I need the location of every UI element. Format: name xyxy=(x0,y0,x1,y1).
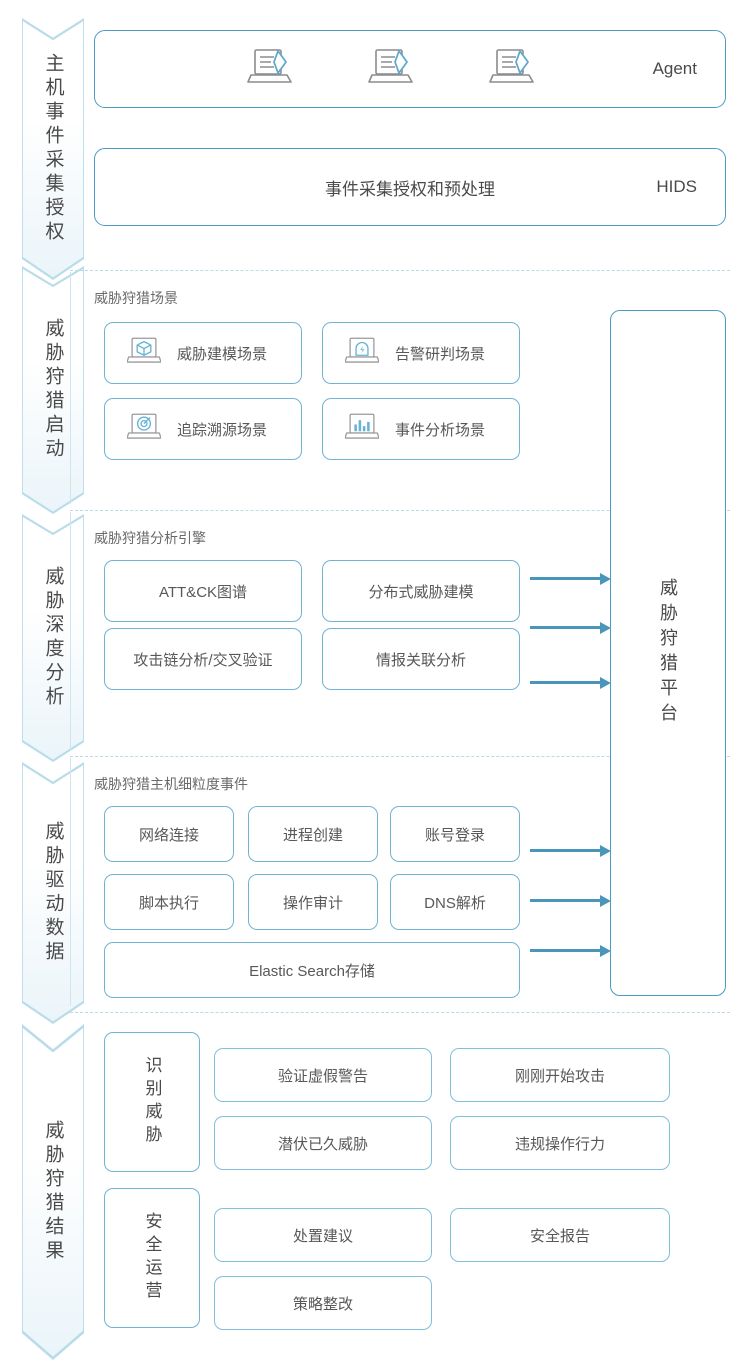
scenario-card-event-analysis[interactable]: 事件分析场景 xyxy=(322,398,520,460)
host-event-card-script[interactable]: 脚本执行 xyxy=(104,874,234,930)
host-event-card-dns[interactable]: DNS解析 xyxy=(390,874,520,930)
result-group-security-ops[interactable]: 安全运营 xyxy=(104,1188,200,1328)
result-label: 潜伏已久威胁 xyxy=(277,1135,368,1153)
scenario-label: 告警研判场景 xyxy=(395,345,486,363)
scenario-label: 追踪溯源场景 xyxy=(177,421,268,439)
result-card-new-attack[interactable]: 刚刚开始攻击 xyxy=(450,1048,670,1102)
host-event-label: 进程创建 xyxy=(282,826,343,844)
engine-arrow xyxy=(530,621,611,634)
storage-card-elasticsearch[interactable]: Elastic Search存储 xyxy=(104,942,520,998)
result-label: 违规操作行力 xyxy=(514,1135,605,1153)
phase-label: 威胁深度分析 xyxy=(42,566,64,710)
storage-label: Elastic Search存储 xyxy=(249,962,375,980)
host-event-card-network[interactable]: 网络连接 xyxy=(104,806,234,862)
phase-label: 主机事件采集授权 xyxy=(42,53,64,245)
scenario-label: 事件分析场景 xyxy=(395,421,486,439)
result-group-label: 识别威胁 xyxy=(142,1056,162,1148)
section-divider xyxy=(70,1012,730,1013)
section-divider xyxy=(70,510,730,511)
result-group-identify-threat[interactable]: 识别威胁 xyxy=(104,1032,200,1172)
host-event-label: 脚本执行 xyxy=(138,894,199,912)
platform-label: 威胁狩猎平台 xyxy=(658,578,678,728)
result-card-policy-remediation[interactable]: 策略整改 xyxy=(214,1276,432,1330)
section-divider xyxy=(70,756,730,757)
engine-label: 攻击链分析/交叉验证 xyxy=(133,651,273,669)
engine-arrow xyxy=(530,572,611,585)
result-label: 安全报告 xyxy=(529,1227,590,1245)
section-rule xyxy=(70,272,71,504)
phase-label: 威胁狩猎结果 xyxy=(42,1120,64,1264)
agent-label: Agent xyxy=(652,59,697,78)
scenario-card-alert-triage[interactable]: 告警研判场景 xyxy=(322,322,520,384)
host-event-card-process[interactable]: 进程创建 xyxy=(248,806,378,862)
host-event-label: DNS解析 xyxy=(424,894,486,912)
agent-laptop-icon xyxy=(247,47,293,91)
result-group-label: 安全运营 xyxy=(142,1212,162,1304)
result-label: 处置建议 xyxy=(292,1227,353,1245)
agent-laptop-icon xyxy=(368,47,414,91)
host-event-arrow xyxy=(530,844,611,857)
scenarios-title: 威胁狩猎场景 xyxy=(94,290,178,306)
hids-label: HIDS xyxy=(656,177,697,196)
engine-card-intel-correlation[interactable]: 情报关联分析 xyxy=(322,628,520,690)
result-card-dormant-threat[interactable]: 潜伏已久威胁 xyxy=(214,1116,432,1170)
host-event-arrow xyxy=(530,894,611,907)
platform-box[interactable]: 威胁狩猎平台 xyxy=(610,310,726,996)
section-divider xyxy=(70,270,730,271)
engine-title: 威胁狩猎分析引擎 xyxy=(94,530,206,546)
scenario-card-threat-modeling[interactable]: 威胁建模场景 xyxy=(104,322,302,384)
engine-label: 分布式威胁建模 xyxy=(368,583,474,601)
result-card-violation-behavior[interactable]: 违规操作行力 xyxy=(450,1116,670,1170)
host-event-card-audit[interactable]: 操作审计 xyxy=(248,874,378,930)
section-rule xyxy=(70,758,71,1006)
barchart-laptop-icon xyxy=(344,412,380,446)
engine-label: 情报关联分析 xyxy=(375,651,466,669)
engine-card-killchain[interactable]: 攻击链分析/交叉验证 xyxy=(104,628,302,690)
result-card-false-alert[interactable]: 验证虚假警告 xyxy=(214,1048,432,1102)
scenario-label: 威胁建模场景 xyxy=(177,345,268,363)
host-event-label: 操作审计 xyxy=(282,894,343,912)
result-label: 策略整改 xyxy=(292,1295,353,1313)
host-event-label: 账号登录 xyxy=(424,826,485,844)
engine-card-distributed-modeling[interactable]: 分布式威胁建模 xyxy=(322,560,520,622)
section-rule xyxy=(70,512,71,750)
phase-label: 威胁狩猎启动 xyxy=(42,318,64,462)
scenario-card-tracing[interactable]: 追踪溯源场景 xyxy=(104,398,302,460)
hids-bar[interactable]: 事件采集授权和预处理 HIDS xyxy=(94,148,726,226)
result-card-disposal-advice[interactable]: 处置建议 xyxy=(214,1208,432,1262)
result-label: 刚刚开始攻击 xyxy=(514,1067,605,1085)
agent-bar[interactable]: Agent xyxy=(94,30,726,108)
cube-laptop-icon xyxy=(126,336,162,370)
host-event-card-login[interactable]: 账号登录 xyxy=(390,806,520,862)
host-event-arrow xyxy=(530,944,611,957)
result-card-security-report[interactable]: 安全报告 xyxy=(450,1208,670,1262)
phase-label: 威胁驱动数据 xyxy=(42,821,64,965)
target-laptop-icon xyxy=(126,412,162,446)
host-event-label: 网络连接 xyxy=(138,826,199,844)
agent-laptop-icon xyxy=(489,47,535,91)
engine-card-attck[interactable]: ATT&CK图谱 xyxy=(104,560,302,622)
engine-label: ATT&CK图谱 xyxy=(158,583,248,601)
engine-arrow xyxy=(530,676,611,689)
hids-center-label: 事件采集授权和预处理 xyxy=(325,179,495,199)
host-events-title: 威胁狩猎主机细粒度事件 xyxy=(94,776,248,792)
result-label: 验证虚假警告 xyxy=(277,1067,368,1085)
diagram-content: Agent 事件采集授权和预处理 HIDS 威胁狩猎场景 威胁建模场景 xyxy=(70,0,750,1372)
alert-laptop-icon xyxy=(344,336,380,370)
